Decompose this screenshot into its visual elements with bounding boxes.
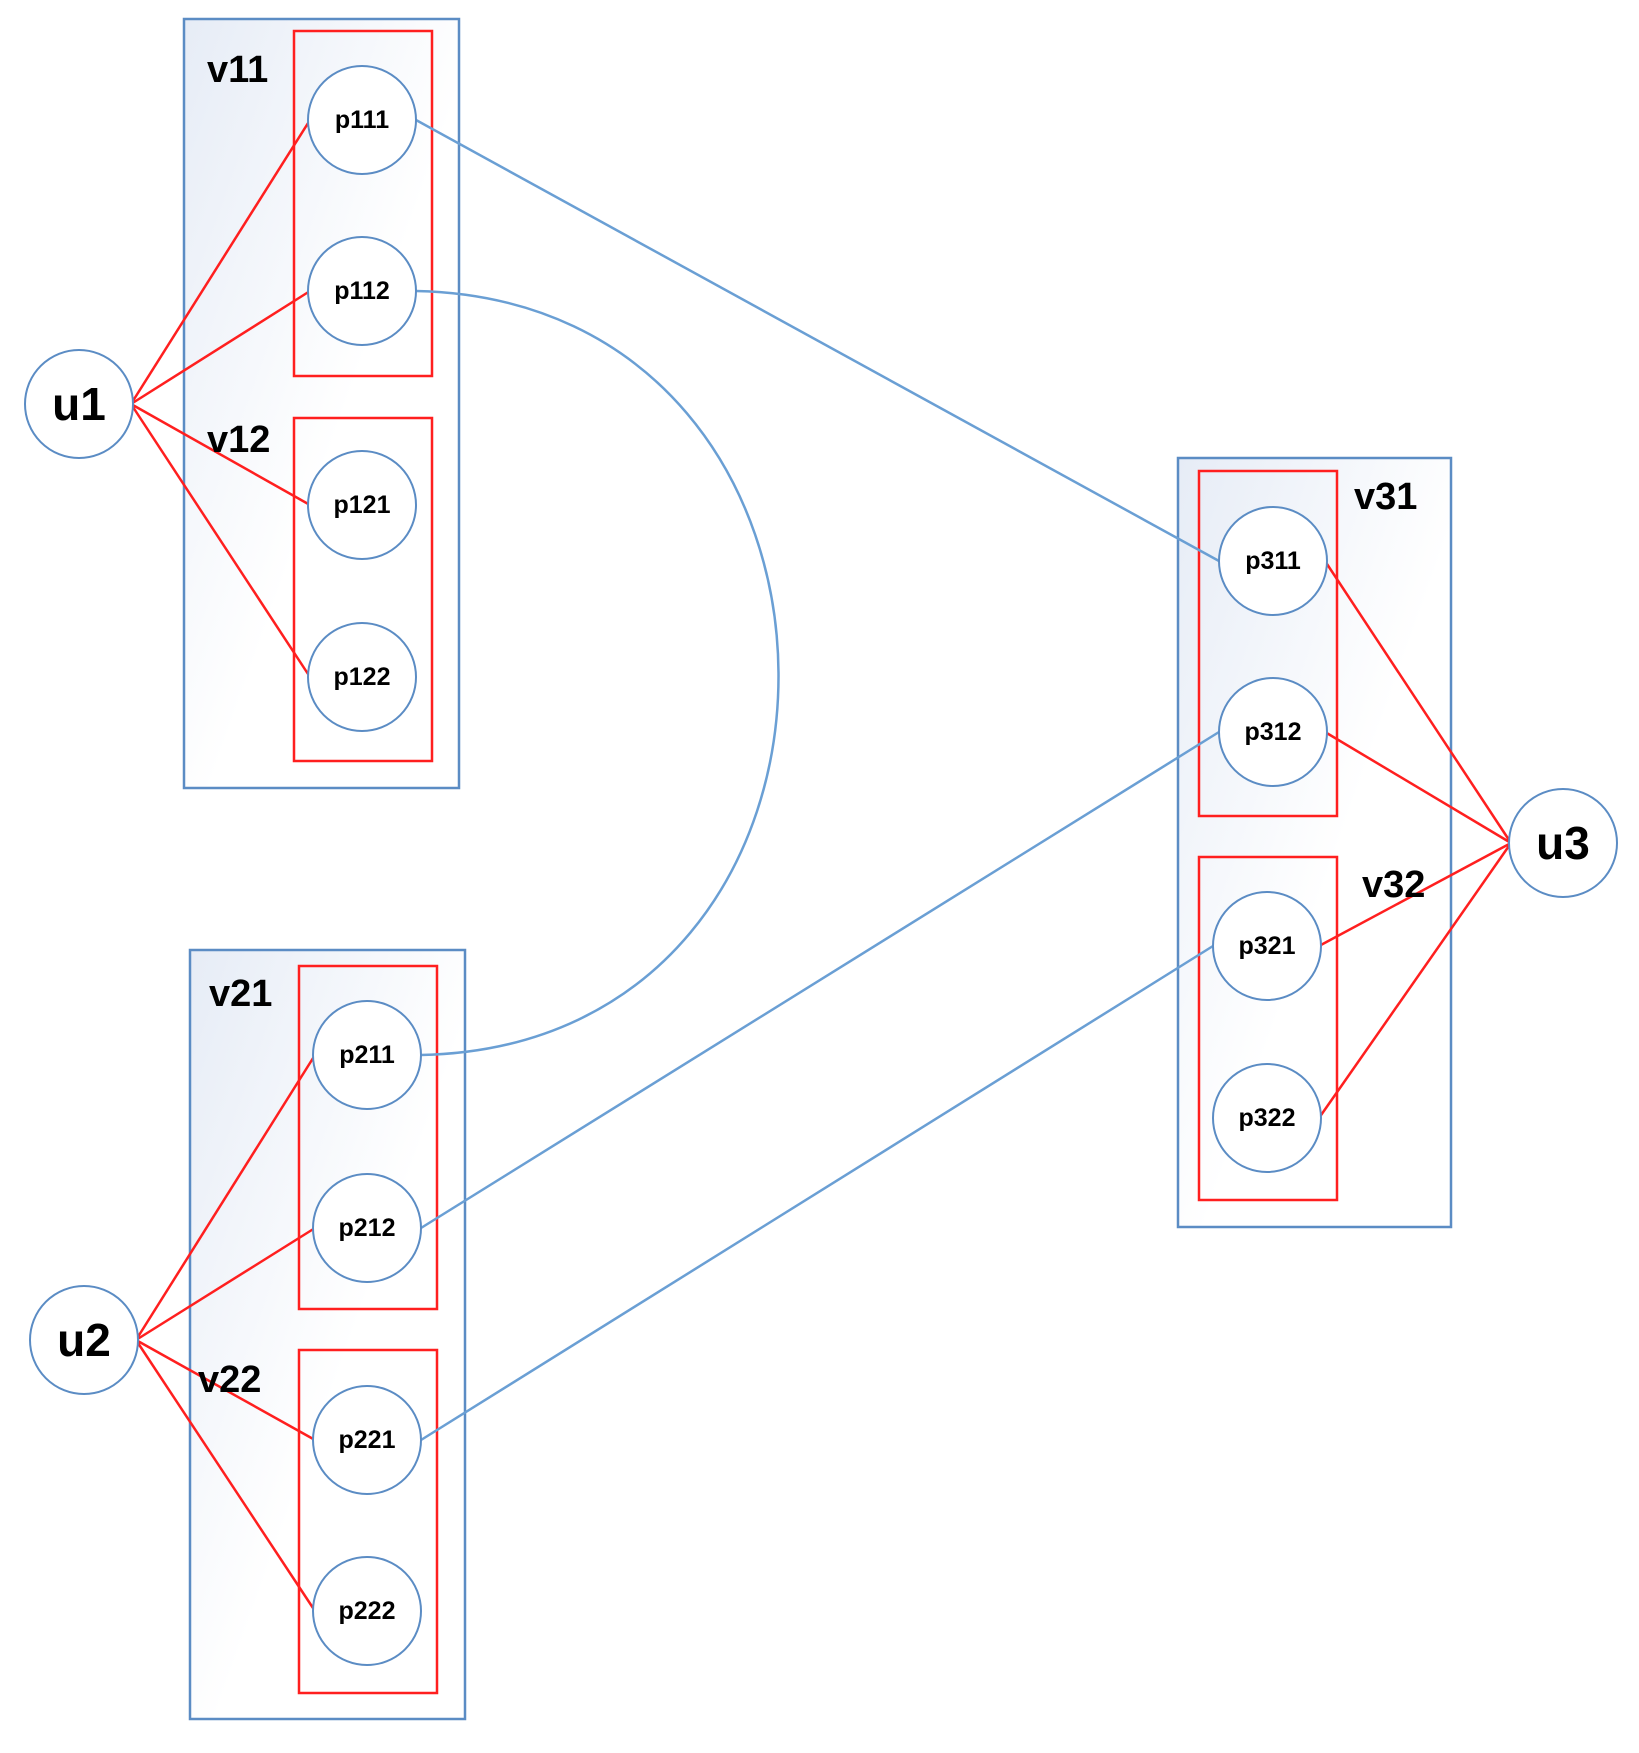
cluster-label-v22: v22 <box>198 1359 261 1401</box>
node-p222-circle <box>312 1556 422 1666</box>
user-edges <box>129 119 1513 1612</box>
node-p122-label: p122 <box>334 663 391 691</box>
edge-u3-p312 <box>1324 730 1512 845</box>
item-nodes: p111 p112 p121 p122 p211 p212 p221 p222 … <box>307 65 1328 1666</box>
node-p122-circle <box>307 622 417 732</box>
node-p222[interactable]: p222 <box>312 1556 422 1666</box>
cluster-label-v12: v12 <box>207 419 270 461</box>
edge-u2-p222 <box>134 1339 317 1612</box>
node-p322-circle <box>1212 1063 1322 1173</box>
node-p211[interactable]: p211 <box>312 1000 422 1110</box>
cluster-box-v22 <box>297 1348 439 1695</box>
node-u1-circle <box>24 349 134 459</box>
cluster-labels: v11 v12 v21 v22 v31 v32 <box>198 49 1425 1401</box>
node-u1-label: u1 <box>52 378 106 430</box>
edge-p112-p211 <box>415 289 780 1057</box>
node-u1[interactable]: u1 <box>24 349 134 459</box>
edge-p212-p312 <box>420 730 1220 1230</box>
edge-p221-p321 <box>420 944 1214 1442</box>
node-p321-label: p321 <box>1239 932 1296 960</box>
node-p122[interactable]: p122 <box>307 622 417 732</box>
node-p221[interactable]: p221 <box>312 1385 422 1495</box>
node-u2[interactable]: u2 <box>29 1285 139 1395</box>
node-p112-circle <box>307 236 417 346</box>
node-p212-label: p212 <box>339 1214 396 1242</box>
node-u3[interactable]: u3 <box>1508 788 1618 898</box>
edge-u1-p112 <box>130 289 311 406</box>
cluster-label-v32: v32 <box>1362 864 1425 906</box>
node-p111-label: p111 <box>335 106 389 134</box>
node-u2-circle <box>29 1285 139 1395</box>
edge-u1-p122 <box>129 403 312 678</box>
cluster-label-v31: v31 <box>1354 476 1417 518</box>
node-p312-label: p312 <box>1245 718 1302 746</box>
node-p121[interactable]: p121 <box>307 450 417 560</box>
node-u3-circle <box>1508 788 1618 898</box>
node-p112-label: p112 <box>334 277 390 305</box>
cluster-box-v21 <box>297 964 439 1311</box>
node-p111-circle <box>307 65 417 175</box>
node-p211-label: p211 <box>339 1041 395 1069</box>
node-p321[interactable]: p321 <box>1212 891 1322 1001</box>
node-u2-label: u2 <box>57 1314 111 1366</box>
node-p222-label: p222 <box>339 1597 396 1625</box>
cluster-label-v21: v21 <box>209 973 272 1015</box>
cluster-box-v12 <box>292 416 434 763</box>
edge-u2-p211 <box>134 1054 317 1341</box>
user-nodes: u1 u2 u3 <box>24 349 1618 1395</box>
node-p322-label: p322 <box>1239 1104 1296 1132</box>
node-p221-label: p221 <box>339 1426 396 1454</box>
node-u3-label: u3 <box>1536 817 1590 869</box>
cluster-label-v11: v11 <box>207 49 268 91</box>
node-p121-circle <box>307 450 417 560</box>
node-p312-circle <box>1218 677 1328 787</box>
cluster-box-v11 <box>292 29 434 378</box>
node-p221-circle <box>312 1385 422 1495</box>
edge-u1-p111 <box>129 119 312 405</box>
node-p111[interactable]: p111 <box>307 65 417 175</box>
node-p121-label: p121 <box>334 491 391 519</box>
node-p312[interactable]: p312 <box>1218 677 1328 787</box>
cluster-boxes <box>292 29 1339 1695</box>
edge-p111-p311 <box>415 118 1220 563</box>
node-p212[interactable]: p212 <box>312 1173 422 1283</box>
edge-u3-p322 <box>1317 842 1513 1119</box>
node-p112[interactable]: p112 <box>307 236 417 346</box>
cross-edges <box>415 118 1220 1442</box>
node-p321-circle <box>1212 891 1322 1001</box>
node-p311-circle <box>1218 506 1328 616</box>
edge-u2-p221 <box>135 1338 316 1442</box>
node-p311-label: p311 <box>1245 547 1301 575</box>
node-p322[interactable]: p322 <box>1212 1063 1322 1173</box>
cluster-box-v32 <box>1197 855 1339 1202</box>
node-p211-circle <box>312 1000 422 1110</box>
edge-u2-p212 <box>135 1226 316 1342</box>
node-p212-circle <box>312 1173 422 1283</box>
edge-u3-p321 <box>1318 841 1512 948</box>
cluster-box-v31 <box>1197 469 1339 818</box>
edge-u1-p121 <box>130 402 311 507</box>
edge-u3-p311 <box>1323 560 1513 844</box>
node-p311[interactable]: p311 <box>1218 506 1328 616</box>
